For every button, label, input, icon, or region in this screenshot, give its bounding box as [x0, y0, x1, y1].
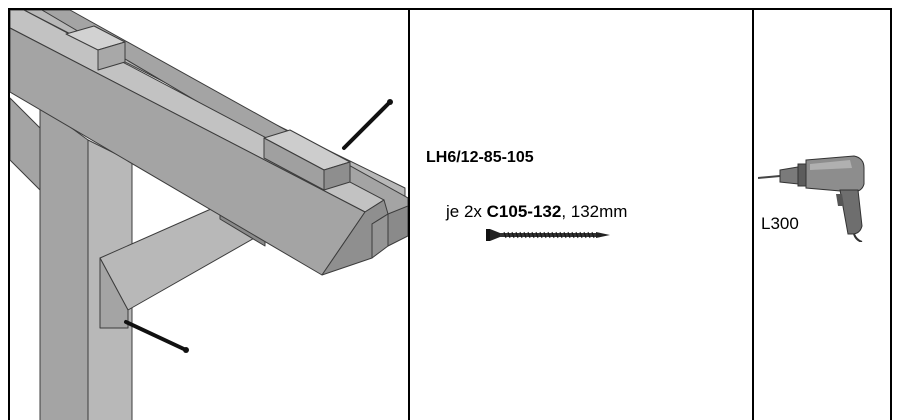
- screw-suffix: , 132mm: [561, 202, 628, 221]
- tool-label: L300: [761, 214, 799, 233]
- screw-code: C105-132: [486, 202, 562, 221]
- illustration-cell: [8, 8, 410, 420]
- part-code: LH6/12-85-105: [426, 149, 534, 166]
- fastener-cell: LH6/12-85-105 je 2x C105-132, 132mm: [408, 8, 754, 420]
- drill-icon: [758, 155, 865, 242]
- timber-joint-illustration: [10, 10, 408, 420]
- screw-spec: je 2x C105-132, 132mm: [446, 202, 627, 222]
- screw-prefix: je 2x: [446, 202, 487, 221]
- tool-cell: L300: [752, 8, 892, 420]
- screw-icon: [486, 229, 610, 241]
